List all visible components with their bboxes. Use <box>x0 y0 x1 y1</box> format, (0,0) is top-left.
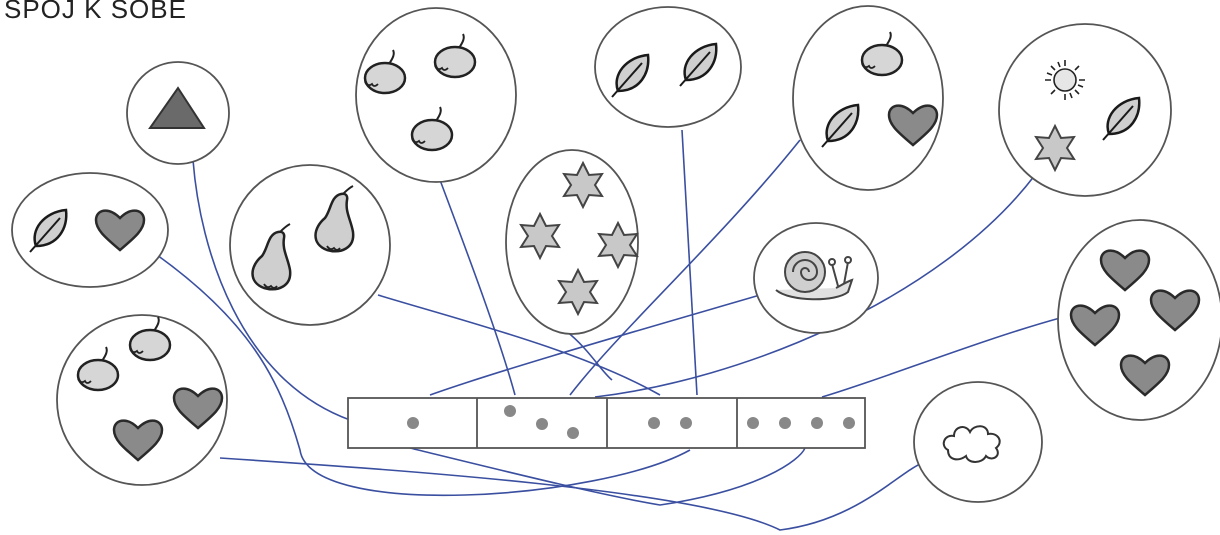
circle-stars <box>505 149 639 335</box>
connecting-line <box>439 179 516 396</box>
connecting-line <box>429 294 761 396</box>
connecting-line <box>681 129 698 396</box>
counting-box-3 <box>504 405 579 439</box>
page-title: SPOJ K SOBĚ <box>4 0 187 24</box>
snail-icon <box>775 251 854 301</box>
connecting-line <box>219 457 926 531</box>
dot <box>407 417 419 429</box>
dot <box>779 417 791 429</box>
connecting-line <box>192 159 351 421</box>
dot <box>504 405 516 417</box>
counting-box-2 <box>648 417 692 429</box>
dot <box>747 417 759 429</box>
connecting-line <box>821 317 1061 398</box>
circle-triangle <box>126 61 230 165</box>
circle-snail <box>753 222 879 334</box>
circle-apple-leaf-heart <box>792 5 944 191</box>
dot <box>648 417 660 429</box>
circle-three-apples <box>355 7 517 183</box>
dot <box>811 417 823 429</box>
circle-apples-hearts <box>56 314 228 486</box>
counting-box-1 <box>407 417 419 429</box>
circle-leaf-heart <box>11 172 169 288</box>
connecting-line <box>569 139 801 396</box>
cloud-icon <box>942 425 1001 463</box>
dot <box>567 427 579 439</box>
circle-cloud <box>913 381 1043 503</box>
dot <box>536 418 548 430</box>
connecting-line <box>409 447 806 506</box>
circle-pears <box>229 164 391 326</box>
circle-four-hearts <box>1057 219 1220 421</box>
counting-box-4 <box>747 417 855 429</box>
triangle-icon <box>148 86 206 129</box>
dot <box>680 417 692 429</box>
counting-strip <box>347 397 866 449</box>
dot <box>843 417 855 429</box>
circle-sun-star-leaf <box>998 23 1172 197</box>
connecting-line <box>377 294 661 396</box>
connecting-line <box>564 329 613 381</box>
circle-two-leaves <box>594 6 742 128</box>
sun-icon <box>1045 60 1085 100</box>
connecting-line <box>149 249 691 497</box>
